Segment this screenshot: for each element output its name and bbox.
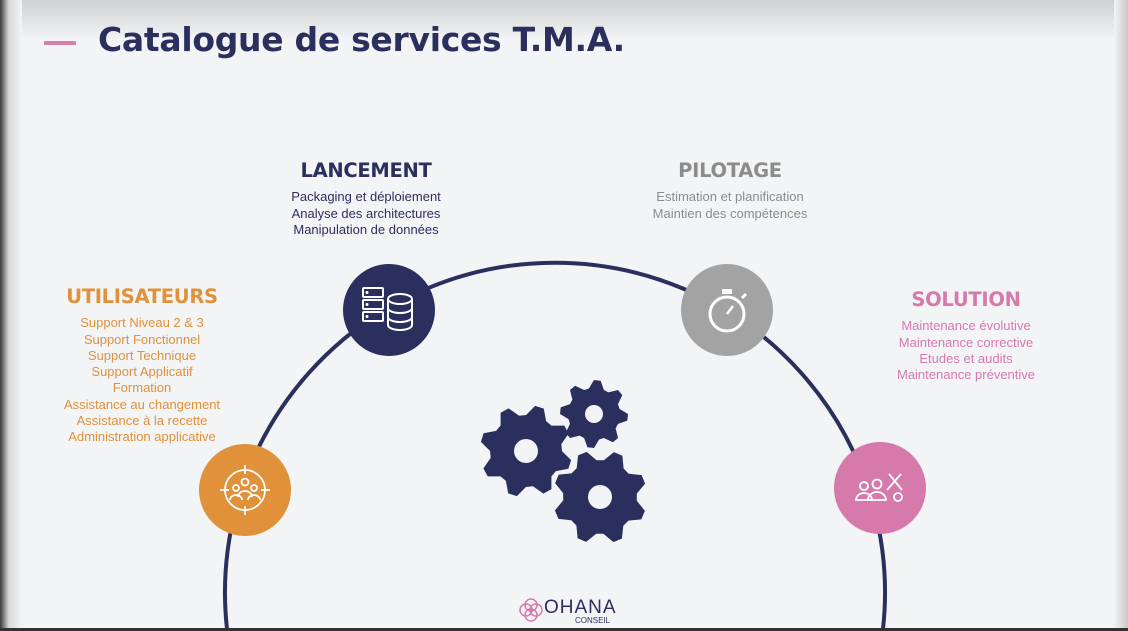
heading-lancement: LANCEMENT: [300, 159, 432, 182]
flower-icon: [519, 598, 543, 622]
list-item: Assistance à la recette: [76, 413, 208, 429]
logo-sub: CONSEIL: [575, 616, 611, 625]
heading-utilisateurs: UTILISATEURS: [66, 285, 218, 308]
stopwatch-icon: [681, 264, 773, 356]
gears-icon: [480, 380, 646, 543]
logo-name: OHANA: [544, 597, 617, 618]
users-target-icon: [199, 444, 291, 536]
list-item: Estimation et planification: [656, 189, 804, 205]
gear: [560, 380, 628, 448]
gear: [554, 451, 646, 543]
list-item: Packaging et déploiement: [291, 189, 441, 205]
page-title: Catalogue de services T.M.A.: [98, 20, 625, 59]
section-solution: SOLUTION Maintenance évolutive Maintenan…: [866, 288, 1066, 383]
section-utilisateurs: UTILISATEURS Support Niveau 2 & 3 Suppor…: [42, 285, 242, 446]
list-item: Etudes et audits: [919, 350, 1013, 366]
list-item: Administration applicative: [68, 429, 216, 445]
list-item: Formation: [112, 380, 172, 396]
left-shade: [0, 0, 22, 631]
users-tools-icon: [834, 442, 926, 534]
list-item: Maintenance évolutive: [901, 318, 1031, 334]
list-item: Support Technique: [87, 347, 197, 363]
right-shade: [1114, 0, 1128, 631]
list-item: Maintenance préventive: [896, 367, 1036, 383]
list-item: Analyse des architectures: [291, 205, 441, 221]
ohana-logo: OHANA CONSEIL: [518, 597, 618, 627]
list-item: Maintien des compétences: [652, 205, 808, 221]
heading-solution: SOLUTION: [911, 288, 1021, 311]
heading-pilotage: PILOTAGE: [678, 159, 782, 182]
list-item: Assistance au changement: [63, 396, 221, 412]
server-database-icon: [343, 264, 435, 356]
list-item: Maintenance corrective: [898, 334, 1034, 350]
title-accent: [44, 41, 76, 45]
list-item: Support Niveau 2 & 3: [80, 315, 204, 331]
list-item: Support Applicatif: [91, 364, 193, 380]
section-lancement: LANCEMENT Packaging et déploiement Analy…: [266, 159, 466, 238]
list-item: Support Fonctionnel: [83, 331, 201, 347]
gear: [480, 405, 572, 497]
section-pilotage: PILOTAGE Estimation et planification Mai…: [630, 159, 830, 222]
bottom-bar: [0, 628, 1128, 631]
list-item: Manipulation de données: [293, 221, 439, 237]
top-shade: [0, 0, 1128, 40]
